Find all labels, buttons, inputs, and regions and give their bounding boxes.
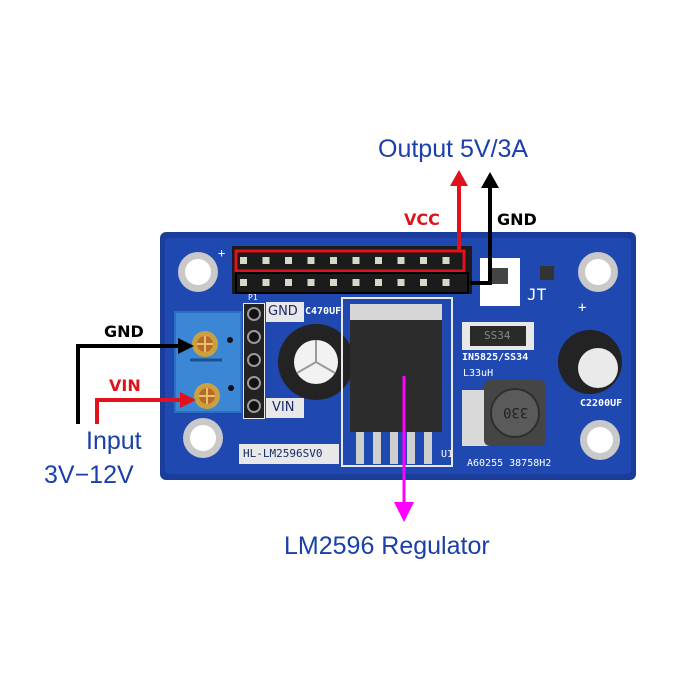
lm2596-ic [350,320,442,432]
ic-leg [424,432,432,464]
inductor-marking: 330 [503,404,529,420]
silk-plus-left: + [218,246,226,260]
header-pin [397,257,405,264]
diode-ss34 [470,326,526,346]
jumper-pad [492,268,508,284]
silk-diode: IN5825/SS34 [462,352,529,363]
header-pin [375,257,382,264]
model-label-bg [239,444,339,464]
header-pin [240,257,247,264]
vcc-row-highlight [234,249,466,273]
jumper-pad [540,266,554,280]
regulator-arrow [394,376,414,522]
screw-terminal-gnd [192,331,218,357]
header-pin [420,279,427,286]
silk-model: HL-LM2596SV0 [243,447,323,460]
header-pin [307,257,315,264]
vin-input-arrow [95,392,196,424]
header-pin [375,279,382,286]
header-pin [397,279,405,286]
gnd-output-arrow [470,172,499,285]
mounting-hole [183,418,223,458]
side-header-pin [247,376,261,390]
input-voltage-range: 3V−12V [44,461,134,489]
header-pin [352,279,360,286]
silk-c470uf: C470UF [305,306,342,317]
header-pin [442,279,450,286]
silk-u1: U1 [441,449,454,460]
regulator-label: LM2596 Regulator [284,532,490,560]
header-pin [262,257,270,264]
gnd-input-label: GND [104,322,144,341]
side-header-pin [247,399,261,413]
vin-label: VIN [109,376,141,395]
ic-leg [356,432,364,464]
header-pin [240,279,247,286]
gnd-row-highlight [235,272,469,294]
input-label: Input [86,427,142,455]
ic-leg [407,432,415,464]
ic-leg [390,432,398,464]
silk-inductor: L33uH [463,368,494,379]
header-pin [330,279,337,286]
side-header-pin [247,353,261,367]
header-pin [420,257,427,264]
mounting-hole [178,252,218,292]
silk-gnd: GND [268,304,298,319]
side-header-pin [247,307,261,321]
header-pin [307,279,315,286]
mounting-hole [578,252,618,292]
ic-leg [373,432,381,464]
header-pin [262,279,270,286]
silk-batch: A60255 38758H2 [467,458,552,469]
diode-marking: SS34 [484,329,511,342]
header-pin [285,257,292,264]
vcc-arrow [450,170,468,252]
capacitor-2200uf [558,330,622,394]
gnd-output-label: GND [497,210,537,229]
header-pin [352,257,360,264]
silk-jt: JT [527,285,547,304]
side-header-pin [247,330,261,344]
output-title: Output 5V/3A [378,135,529,163]
silk-p1: P1 [248,293,258,302]
header-pin [330,257,337,264]
vcc-label: VCC [404,210,440,229]
regulator-outline [341,297,453,467]
silk-vin: VIN [272,400,295,415]
gnd-input-arrow [76,338,194,424]
ic-legs [356,432,432,464]
mounting-hole [580,420,620,460]
screw-terminal-vin [194,383,220,409]
header-pin [442,257,450,264]
header-pins [240,257,450,286]
header-pin [285,279,292,286]
silk-c2200uf: C2200UF [580,398,623,409]
capacitor-470uf [278,324,354,400]
silk-plus-right: + [578,300,587,316]
